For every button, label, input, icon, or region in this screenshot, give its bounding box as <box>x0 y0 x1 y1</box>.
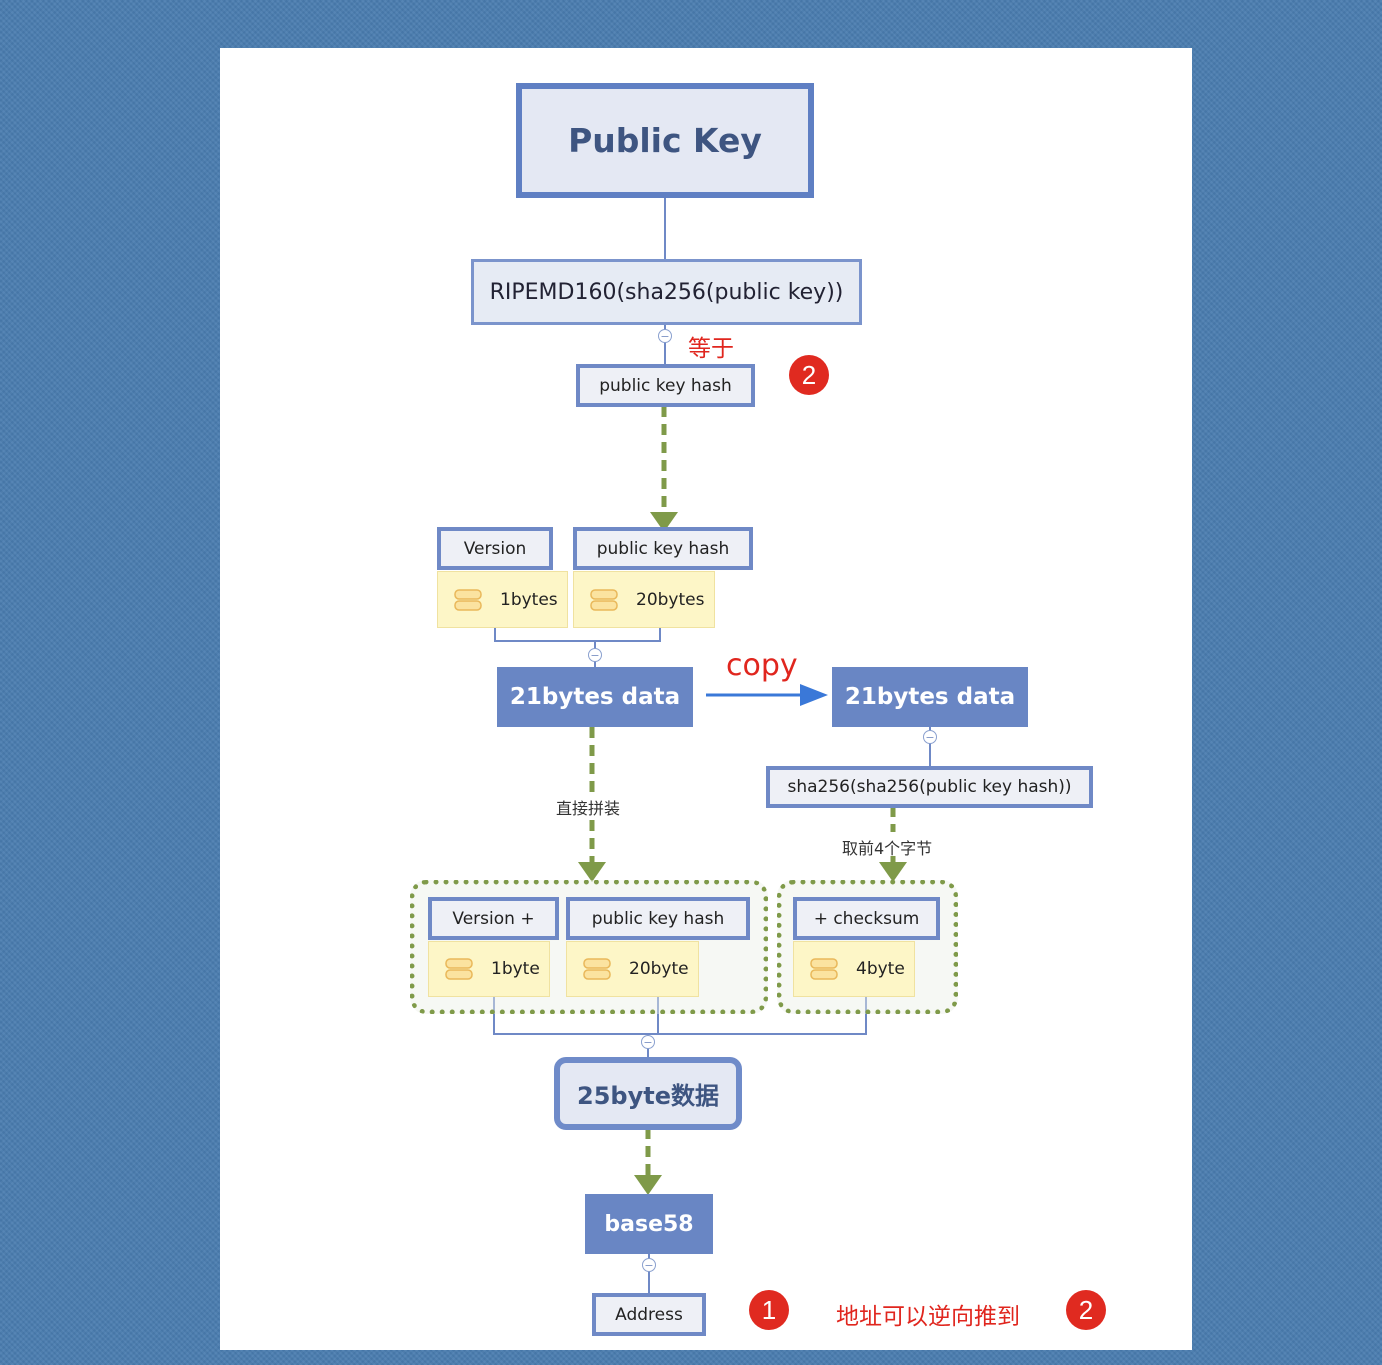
database-icon <box>445 958 473 980</box>
database-icon <box>590 588 618 611</box>
badge-two-top: 2 <box>789 355 829 395</box>
double-sha256-node[interactable]: sha256(sha256(public key hash)) <box>766 766 1093 808</box>
data-21-bytes-left[interactable]: 21bytes data <box>497 667 693 727</box>
copy-label: copy <box>726 648 798 683</box>
pkh-size-box: 20bytes <box>573 571 715 628</box>
concat-label: 直接拼装 <box>556 799 621 818</box>
pkh-byte-label: 20byte <box>629 959 689 979</box>
public-key-hash-node[interactable]: public key hash <box>576 364 755 407</box>
version-size-box: 1bytes <box>437 571 568 628</box>
diagram-canvas <box>220 48 1192 1350</box>
ripemd160-node[interactable]: RIPEMD160(sha256(public key)) <box>471 259 862 325</box>
version-byte-box: 1byte <box>428 941 550 997</box>
version-size-label: 1bytes <box>500 589 558 610</box>
badge-two-bottom: 2 <box>1066 1290 1106 1330</box>
minus-circle-icon[interactable]: − <box>588 648 602 662</box>
checksum-node[interactable]: + checksum <box>793 897 940 940</box>
database-icon <box>810 958 838 980</box>
data-25-byte-node[interactable]: 25byte数据 <box>554 1057 742 1130</box>
minus-circle-icon[interactable]: − <box>641 1035 655 1049</box>
pkh-byte-box: 20byte <box>566 941 699 997</box>
reversible-label: 地址可以逆向推到 <box>836 1304 1020 1330</box>
version-plus-node[interactable]: Version + <box>428 897 559 940</box>
version-byte-label: 1byte <box>491 959 540 979</box>
database-icon <box>583 958 611 980</box>
address-node[interactable]: Address <box>592 1293 706 1336</box>
equals-label: 等于 <box>688 336 734 362</box>
version-node[interactable]: Version <box>437 527 553 570</box>
badge-one: 1 <box>749 1290 789 1330</box>
data-21-bytes-right[interactable]: 21bytes data <box>832 667 1028 727</box>
public-key-hash-node-bottom[interactable]: public key hash <box>566 897 750 940</box>
pkh-size-label: 20bytes <box>636 589 705 610</box>
minus-circle-icon[interactable]: − <box>658 329 672 343</box>
public-key-hash-node-mid[interactable]: public key hash <box>573 527 753 570</box>
checksum-byte-box: 4byte <box>793 941 915 997</box>
minus-circle-icon[interactable]: − <box>923 730 937 744</box>
checksum-byte-label: 4byte <box>856 959 905 979</box>
public-key-node[interactable]: Public Key <box>516 83 814 198</box>
base58-node[interactable]: base58 <box>585 1194 713 1254</box>
database-icon <box>454 588 482 611</box>
minus-circle-icon[interactable]: − <box>642 1258 656 1272</box>
take-first-4-label: 取前4个字节 <box>842 839 933 858</box>
